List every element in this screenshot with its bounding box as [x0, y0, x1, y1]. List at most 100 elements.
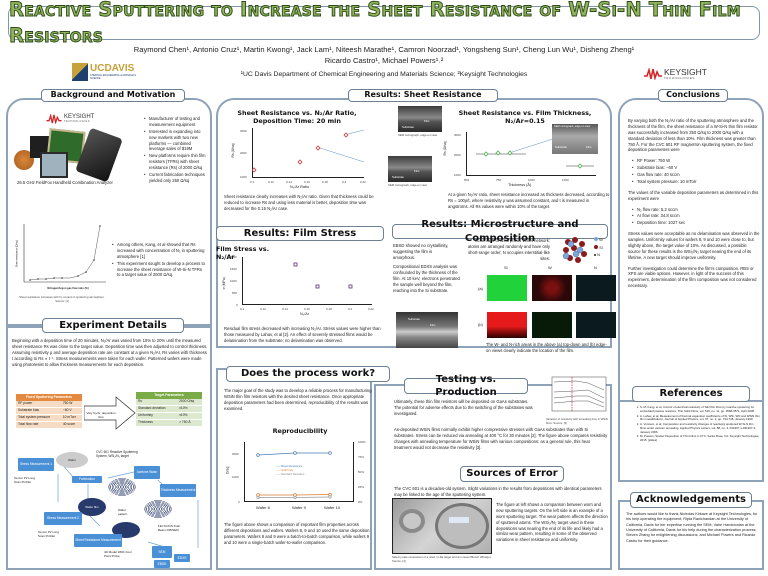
sem-image-1: Film Substrate: [398, 106, 442, 132]
map-caption: The W- and N-rich areas in the above (a)…: [486, 342, 607, 353]
micro-text-2: Compositional EDXS analysis was confound…: [393, 264, 460, 293]
reproducibility-lines: [256, 451, 332, 500]
edxs-map-w-a: [532, 275, 572, 301]
conclusions-para2: Stress values were acceptable as no dela…: [628, 231, 760, 260]
sputter-target-photo: [392, 498, 492, 554]
kang-plot: [23, 224, 106, 283]
keysight-wave-icon: [644, 68, 662, 80]
x-label: N₂/Ar: [300, 312, 310, 316]
reference-item: M. Powers, Sputter Deposition of Thin Fi…: [640, 435, 760, 443]
flow-sem: SEM: [152, 546, 172, 558]
worn-target: [399, 509, 425, 533]
micro-text-1: EBSD showed no crystallinity, suggesting…: [393, 243, 449, 260]
bullet: Current fabrication techniques yielded o…: [144, 172, 208, 184]
annealing-figure: [546, 376, 608, 418]
errors-header: Sources of Error: [460, 466, 564, 482]
flow-edxs: EDXS: [174, 554, 190, 562]
wafer-ellipse: Wafer: [56, 452, 88, 468]
flow-ebsd: EBSD: [154, 560, 170, 568]
references-header: References: [632, 386, 750, 402]
sr-chart1-title: Sheet Resistance vs. N₂/Ar Ratio, Deposi…: [237, 109, 357, 125]
affiliation: ¹UC Davis Department of Chemical Enginee…: [240, 71, 528, 78]
edxs-map-w-b: [532, 312, 572, 338]
y-label: σ (MPa): [221, 277, 226, 290]
background-header: Background and Motivation: [41, 89, 185, 102]
ic-package-image: [40, 152, 68, 178]
sheet-resistance-header: Results: Sheet Resistance: [348, 89, 498, 102]
y-label: Rs (Ω/sq): [442, 141, 447, 156]
axes: [244, 442, 354, 502]
process-flowchart: Wafer CVC 601 Reactive Sputtering System…: [8, 450, 208, 568]
keysight-logo: KEYSIGHT TECHNOLOGIES: [644, 64, 714, 84]
map-col-w: W: [548, 265, 552, 270]
edxs-map-si-b: [487, 312, 527, 338]
new-target: [435, 503, 489, 549]
sr-chart1-text: Sheet resistance clearly increases with …: [224, 194, 374, 211]
film-stress-points: [293, 262, 353, 289]
fixed-params-list: RF Power: 750 W Substrate bias: −60 V Ga…: [632, 158, 760, 185]
background-bullets-2: Among others, Kang, et al showed that Rs…: [112, 242, 206, 279]
edxs-map-si-a: [487, 275, 527, 301]
y-label: Rs (Ω/sq): [230, 143, 235, 158]
reference-item: A. Lahav, et al, Measurement of thermal …: [640, 414, 760, 423]
experiment-header: Experiment Details: [42, 318, 184, 333]
edxs-map-n-b: [576, 312, 616, 338]
photo-caption: Side-by-side comparison of a used, in-li…: [392, 555, 492, 563]
tool-label-2: Tencor P2 Long Scan Profiler: [38, 530, 60, 539]
sem-image-2: Film Substrate: [388, 156, 432, 182]
bullet: Manufacturer of testing and measurement …: [144, 116, 208, 128]
conclusions-para3: Further investigation could determine th…: [628, 265, 757, 289]
wafer-pattern-label: Wafer pattern: [118, 508, 128, 517]
conclusions-mid: The values of the variable deposition pa…: [628, 189, 759, 201]
product-caption: 26.5 GHz FieldFox Handheld Combination A…: [17, 180, 113, 185]
vary-arrow-icon: [84, 396, 136, 430]
poster-title: Reactive Sputtering to Increase the Shee…: [9, 0, 741, 47]
film-stress-text: Residual film stress decreased with incr…: [224, 326, 381, 343]
bullet: Interested in expanding into new markets…: [144, 129, 208, 153]
sem-image-3: SEM micrograph, edge-on view Film Substr…: [552, 124, 598, 154]
sr-chart2-title: Sheet Resistance vs. Film Thickness, N₂/…: [458, 109, 592, 125]
map-col-n: N: [594, 265, 597, 270]
axes: [242, 257, 372, 305]
schematic-text: Schematic of amorphous WSiN network: ato…: [467, 238, 550, 261]
target-label: [449, 517, 469, 523]
kang-chart: Sheet resistance (Ω/sq) Nitrogen/Argon g…: [14, 224, 110, 296]
sem-caption-2: SEM micrograph, edge-on view: [388, 183, 428, 187]
x-label: Thickness (Å): [508, 183, 532, 187]
testing-text-2: As-deposited WSiN films normally exhibit…: [394, 427, 608, 450]
flow-arrows: [57, 461, 199, 549]
film-stress-header: Results: Film Stress: [216, 226, 384, 241]
x-label: N₂/Ar Ratio: [290, 185, 309, 189]
flow-stress-1: Stress Measurement 1: [18, 458, 54, 471]
tool-label-3: FEI SCIOS Dual Beam FIB/SEM: [158, 524, 180, 533]
reproducibility-title: Reproducibility: [272, 427, 328, 435]
reproducibility-legend: ◦— Sheet Resistance ◦— Uniformity ◦— Sta…: [276, 464, 305, 477]
authors-line-1: Raymond Chen¹, Antonio Cruz¹, Martin Kwo…: [133, 45, 635, 54]
axes: [466, 132, 596, 176]
kang-y-label: Sheet resistance (Ω/sq): [15, 240, 19, 268]
kang-x-label: Nitrogen/Argon gas flow ratio (%): [47, 287, 89, 290]
row-label-a: (a): [478, 286, 483, 291]
y-label: Ω/sq: [225, 466, 230, 475]
title-banner: Reactive Sputtering to Increase the Shee…: [8, 0, 760, 47]
amorphous-network-image: [560, 234, 592, 266]
edge-sem-image: Substrate Film: [396, 312, 458, 348]
microstructure-header: Results: Microstructure and Composition: [392, 219, 608, 244]
tool-label-4: 4D Model 280C Four Point Probe: [104, 550, 132, 559]
flow-sheet-resistance: Sheet Resistance Measurement: [74, 534, 122, 547]
tool-label-1: Tencor P2 Long Scan Profiler: [14, 476, 36, 485]
process-header: Does the process work?: [226, 366, 390, 382]
errors-text-2: The figure at left shows a comparison be…: [496, 502, 608, 543]
references-list: S. M. Kang, et al, Control of electrical…: [634, 405, 760, 443]
wafer-film-ellipse: Wafer film: [78, 498, 106, 516]
conclusions-content: By varying both the N₂/Ar ratio of the s…: [628, 118, 760, 289]
vary-arrow-label: Vary N₂/Ar, deposition time: [86, 411, 116, 420]
process-caption: The figure above shows a comparison of i…: [224, 522, 370, 545]
